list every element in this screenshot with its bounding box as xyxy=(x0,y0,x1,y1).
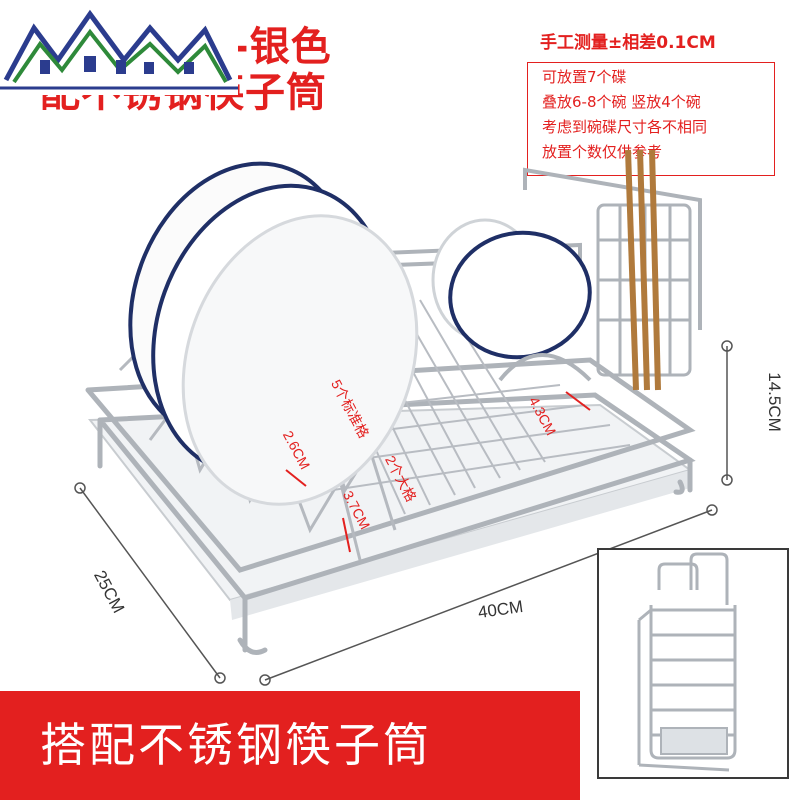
measurement-note: 手工测量±相差0.1CM xyxy=(540,33,716,53)
house-logo-icon xyxy=(0,0,238,95)
chopstick-holder-image xyxy=(637,552,737,772)
note-line: 叠放6-8个碗 竖放4个碗 xyxy=(542,93,701,111)
title-line-1: 银色 xyxy=(249,24,332,70)
note-line: 放置个数仅供参考 xyxy=(542,143,663,161)
chopstick-holder-inset xyxy=(597,548,789,779)
note-line: 考虑到碗碟尺寸各不相同 xyxy=(542,118,708,136)
banner-text: 搭配不锈钢筷子筒 xyxy=(40,718,432,772)
note-line: 可放置7个碟 xyxy=(542,68,627,86)
height-label: 14.5CM xyxy=(764,372,784,432)
promo-banner: 搭配不锈钢筷子筒 xyxy=(0,691,580,800)
